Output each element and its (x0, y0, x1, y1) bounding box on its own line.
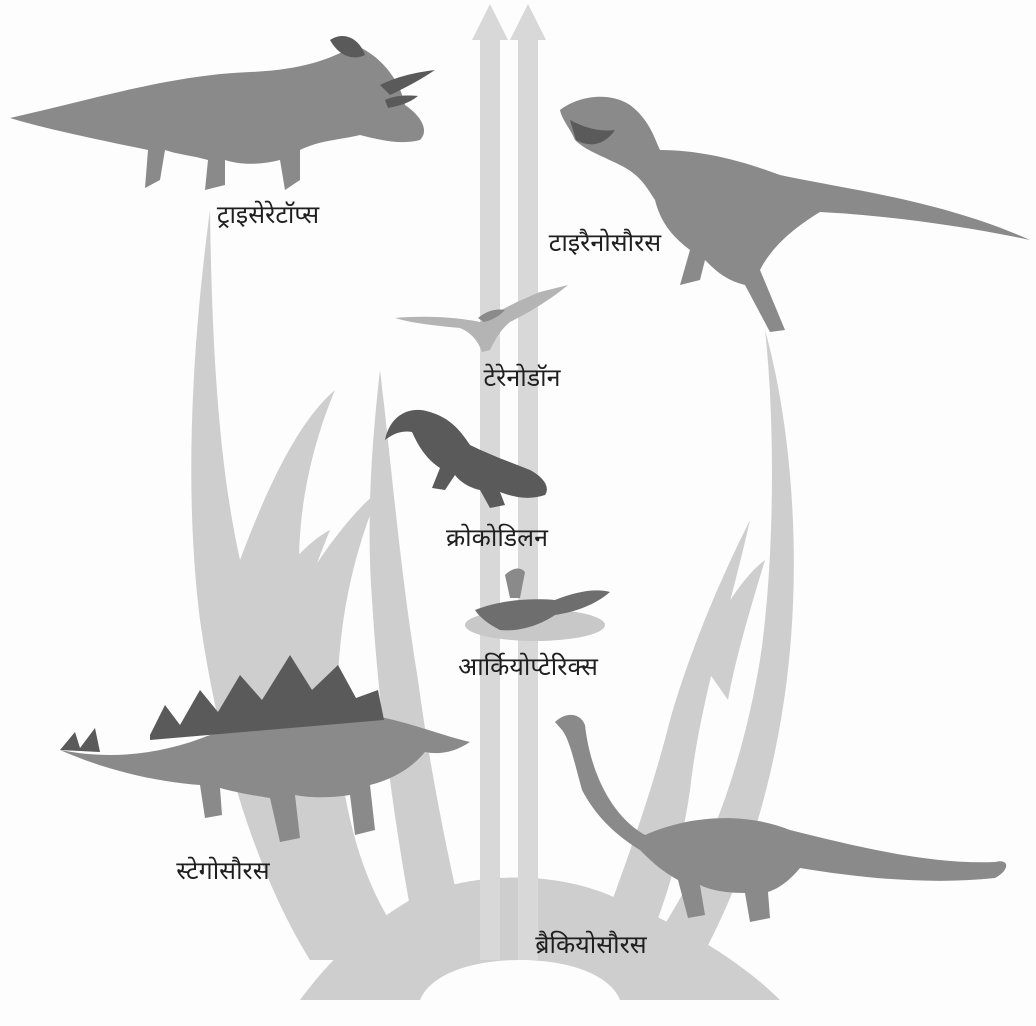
label-crocodile: क्रोकोडिलन (446, 525, 548, 550)
label-triceratops: ट्राइसेरेटॉप्स (217, 202, 319, 227)
label-pteranodon: टेरेनोडॉन (484, 365, 561, 390)
label-archaeopteryx: आर्कियोप्टेरिक्स (458, 654, 598, 679)
tyrannosaurus-illustration (560, 97, 1030, 332)
label-tyrannosaurus: टाइरैनोसौरस (549, 230, 661, 255)
triceratops-illustration (10, 36, 435, 190)
label-stegosaurus: स्टेगोसौरस (176, 858, 269, 883)
label-brachiosaurus: ब्रैकियोसौरस (535, 932, 646, 957)
